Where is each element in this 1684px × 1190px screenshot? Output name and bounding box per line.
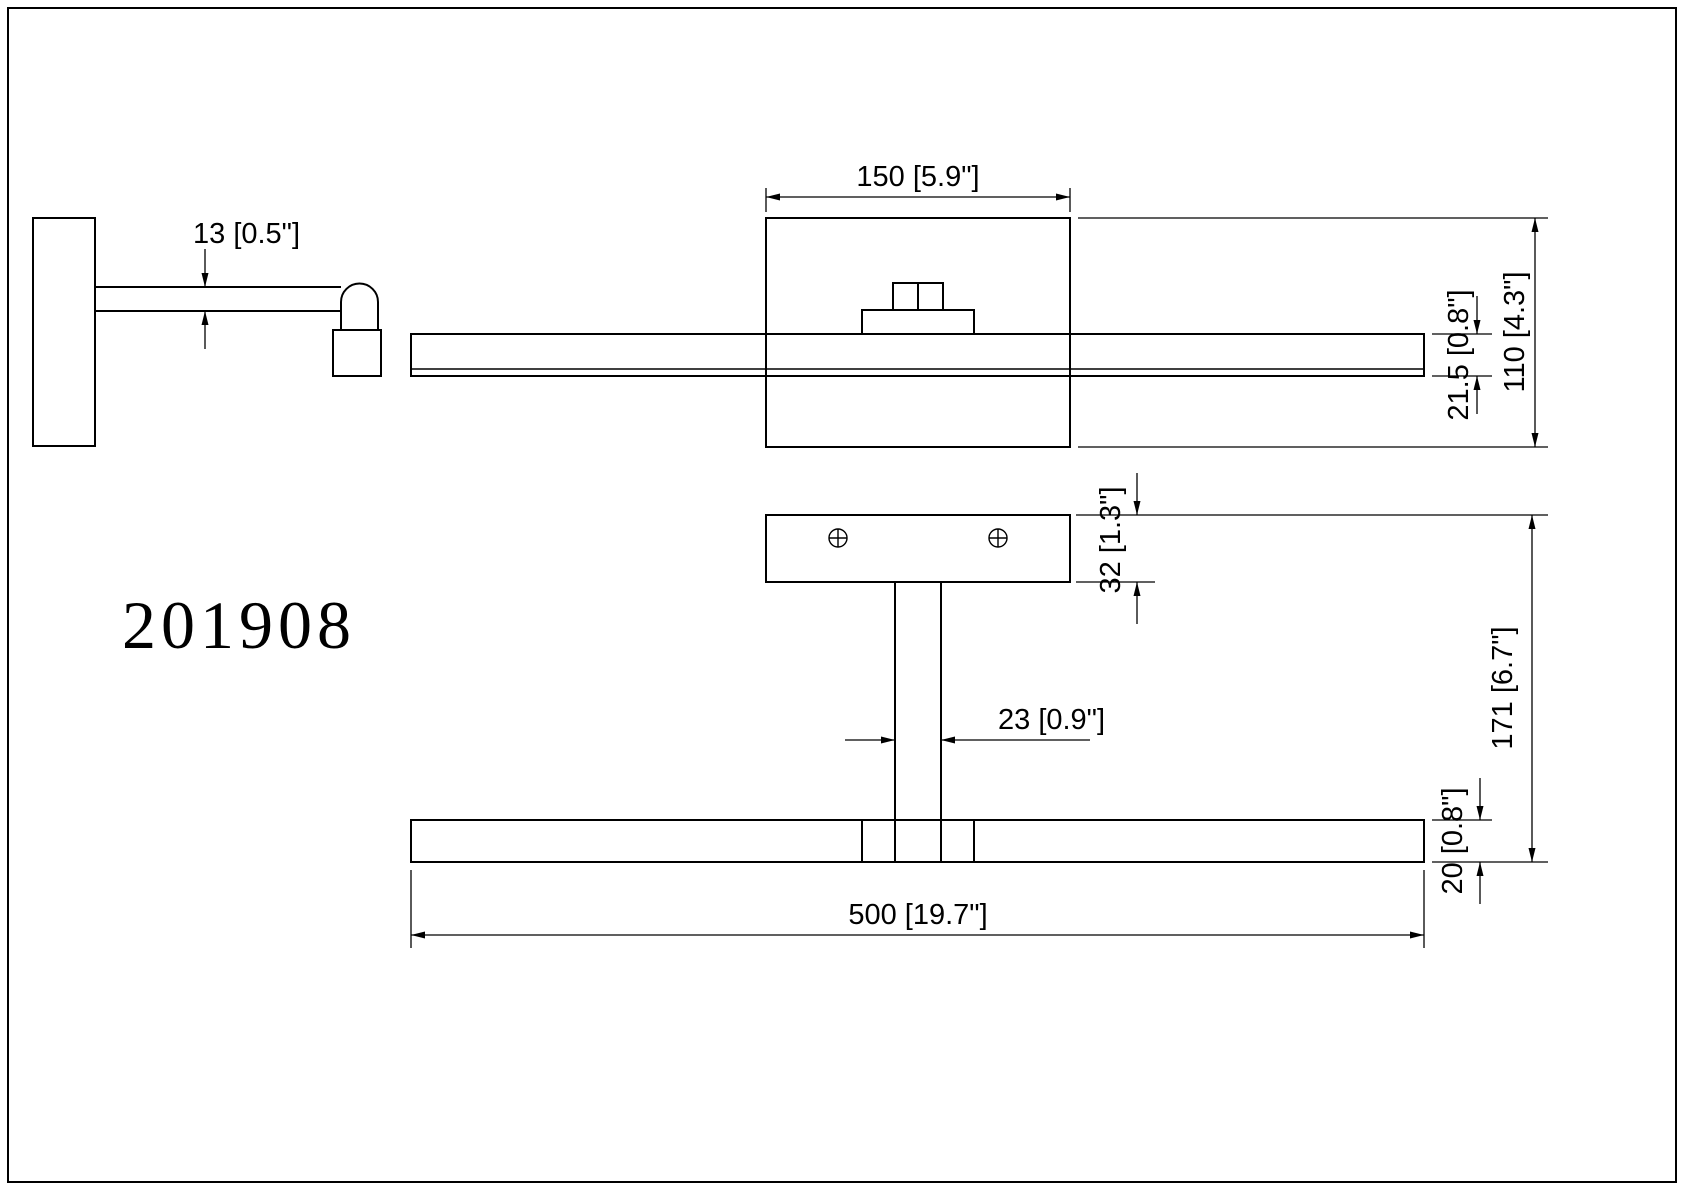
dimension-bar-height: 21.5 [0.8"] (1432, 289, 1492, 421)
dimension-plate-width: 150 [5.9"] (765, 161, 1071, 212)
light-bar-top-view (410, 819, 1425, 863)
backplate (765, 217, 1071, 448)
screw-left (828, 528, 848, 548)
dimension-label-plate-height: 110 [4.3"] (1499, 271, 1531, 392)
dimension-plate-height: 110 [4.3"] (1078, 217, 1548, 448)
sheet-border (7, 7, 1677, 1183)
pivot-joint (340, 282, 379, 330)
bottom-view (410, 514, 1425, 863)
dimension-label-plate-width: 150 [5.9"] (856, 161, 979, 193)
wall-plate-side (32, 217, 96, 447)
lamp-bar-end (332, 329, 382, 377)
screw-right (988, 528, 1008, 548)
front-view (410, 217, 1425, 448)
dimension-bar-length: 500 [19.7"] (410, 870, 1425, 948)
dimension-label-plate-depth: 32 [1.3"] (1095, 486, 1127, 593)
model-number: 201908 (122, 587, 356, 663)
dimension-bar-depth: 20 [0.8"] (1432, 778, 1492, 904)
dimension-label-arm-thickness: 13 [0.5"] (193, 218, 300, 250)
dimension-label-stem-width: 23 [0.9"] (998, 704, 1105, 736)
dimension-stem-width: 23 [0.9"] (845, 704, 1105, 744)
dimension-plate-depth: 32 [1.3"] (1076, 473, 1155, 624)
dimension-label-projection: 171 [6.7"] (1487, 626, 1519, 749)
wall-plate-bottom (765, 514, 1071, 583)
dimension-label-bar-length: 500 [19.7"] (848, 899, 987, 931)
side-view (32, 217, 382, 447)
dimension-label-bar-height: 21.5 [0.8"] (1443, 289, 1475, 420)
light-bar (410, 333, 1425, 377)
dimension-label-bar-depth: 20 [0.8"] (1437, 787, 1469, 894)
dimension-projection: 171 [6.7"] (1076, 514, 1548, 863)
bracket-base (861, 309, 975, 335)
dimension-arm-thickness: 13 [0.5"] (193, 218, 300, 349)
